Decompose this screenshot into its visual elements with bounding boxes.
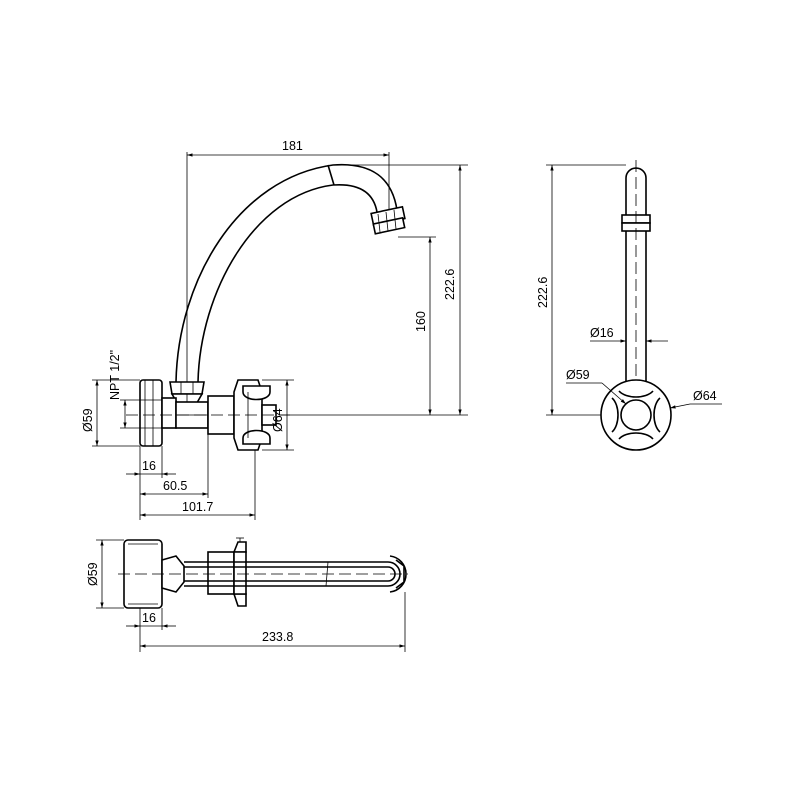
dim-160: 160 [398, 236, 436, 415]
wall-flange [139, 379, 177, 447]
spout [175, 163, 406, 383]
dim-233-8-label: 233.8 [262, 630, 293, 644]
dim-dia-59-top: Ø59 [86, 539, 124, 609]
dim-16-front-label: 16 [142, 459, 156, 473]
dim-dia-16: Ø16 [590, 326, 668, 343]
top-handle [232, 537, 247, 607]
dim-222-6-side-label: 222.6 [536, 277, 550, 308]
dim-dia-64-side-label: Ø64 [693, 389, 717, 403]
dim-dia-59-side-label: Ø59 [566, 368, 590, 382]
side-handle [600, 379, 672, 451]
dim-16-top-label: 16 [142, 611, 156, 625]
dim-181: 181 [186, 139, 390, 382]
dim-222-6-side: 222.6 [536, 164, 626, 416]
dim-dia-59-side: Ø59 [566, 368, 627, 405]
front-view: 181 222.6 160 NPT 1/2" Ø59 [81, 139, 468, 520]
dim-dia-64-side: Ø64 [669, 389, 722, 409]
dim-233-8: 233.8 [140, 592, 406, 652]
dim-dia-59-front-label: Ø59 [81, 408, 95, 432]
dim-16-top: 16 [126, 608, 176, 652]
dim-npt: NPT 1/2" [108, 350, 162, 429]
dim-181-label: 181 [282, 139, 303, 153]
dim-dia-64-front-label: Ø64 [271, 408, 285, 432]
dim-101-7-label: 101.7 [182, 500, 213, 514]
dim-depths: 16 60.5 101.7 [126, 434, 256, 520]
top-view: Ø59 16 233.8 [86, 537, 408, 652]
dim-60-5-label: 60.5 [163, 479, 187, 493]
side-view: 222.6 Ø16 Ø59 Ø64 [536, 160, 722, 451]
dim-dia-16-label: Ø16 [590, 326, 614, 340]
dim-222-6: 222.6 [280, 164, 468, 416]
top-body [207, 551, 235, 595]
dim-dia-59-front: Ø59 [81, 379, 140, 447]
side-spout [621, 160, 651, 385]
dim-npt-label: NPT 1/2" [108, 350, 122, 400]
dim-160-label: 160 [414, 311, 428, 332]
dim-dia-59-top-label: Ø59 [86, 562, 100, 586]
dim-222-6-label: 222.6 [443, 269, 457, 300]
dim-dia-64-front: Ø64 [262, 379, 294, 451]
